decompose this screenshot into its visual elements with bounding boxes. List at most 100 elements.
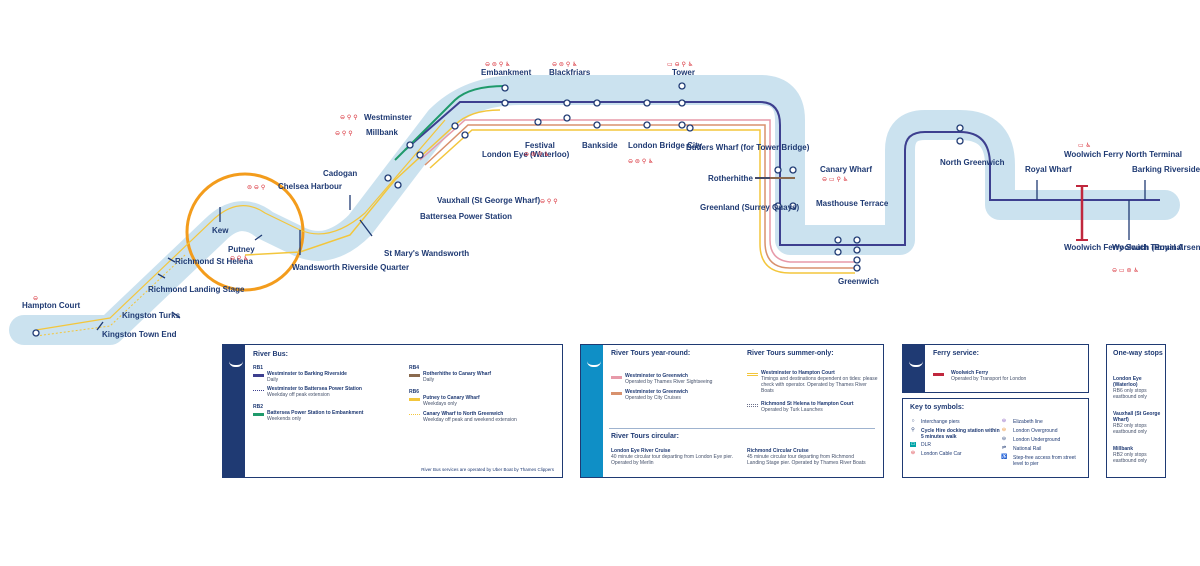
pier-tower[interactable] [678, 82, 686, 90]
cable-car-icon: ⊖ [910, 450, 916, 456]
key-item-step-free: Step-free access from street level to pi… [1013, 455, 1076, 467]
bicycle-icon: ⚲ [911, 427, 915, 433]
route-summer-west [35, 119, 446, 331]
label-masthouse: Masthouse Terrace [816, 199, 889, 208]
pier-embankment[interactable] [501, 84, 509, 92]
pier-greenwich-2[interactable] [853, 246, 861, 254]
svg-text:▭ ⊖ ⚲ ♿: ▭ ⊖ ⚲ ♿ [667, 61, 693, 68]
pier-blackfriars-2[interactable] [563, 114, 571, 122]
svg-text:⊖ ⊜ ⚲ ♿: ⊖ ⊜ ⚲ ♿ [628, 158, 654, 165]
svg-text:⊖ ⊜ ⚲ ♿: ⊖ ⊜ ⚲ ♿ [552, 61, 578, 68]
swatch-rb1-ext [253, 390, 264, 392]
swatch-tour-1 [611, 376, 622, 379]
label-chelsea-harbour: Chelsea Harbour [278, 182, 342, 191]
code-rb6: RB6 [409, 389, 420, 395]
pier-westminster-2[interactable] [416, 151, 424, 159]
pier-canary-wharf-2[interactable] [789, 166, 797, 174]
pier-greenland[interactable] [774, 202, 782, 210]
pier-westminster[interactable] [406, 141, 414, 149]
pier-tower-2[interactable] [678, 99, 686, 107]
pier-bankside-2[interactable] [593, 121, 601, 129]
pier-london-eye[interactable] [451, 122, 459, 130]
tours-summer-title: River Tours summer-only: [747, 350, 834, 357]
svg-text:⊖ ▭ ⊜ ♿: ⊖ ▭ ⊜ ♿ [1112, 267, 1139, 274]
pier-north-greenwich[interactable] [956, 124, 964, 132]
route-tours [419, 119, 855, 263]
pier-embankment-2[interactable] [501, 99, 509, 107]
label-festival: Festival [525, 141, 555, 150]
overground-icon: ⊖ [1001, 427, 1007, 433]
pier-tower-3[interactable] [678, 121, 686, 129]
boat-icon [909, 357, 923, 367]
label-blackfriars: Blackfriars [549, 68, 591, 77]
swatch-rb6 [409, 398, 420, 401]
label-barking-riverside: Barking Riverside [1132, 165, 1200, 174]
pier-greenwich-4[interactable] [853, 264, 861, 272]
legend-key: Key to symbols: ○ Interchange piers ⚲ Cy… [902, 398, 1089, 478]
label-london-eye: London Eye (Waterloo) [482, 150, 570, 159]
key-item-cycle: Cycle Hire docking station within 5 minu… [921, 428, 1000, 440]
label-butlers: Butlers Wharf (for Tower Bridge) [686, 143, 810, 152]
route-tours-3 [429, 129, 855, 274]
pier-greenland-2[interactable] [789, 202, 797, 210]
label-tower: Tower [672, 68, 695, 77]
legend-river-bus-title: River Bus: [253, 351, 289, 358]
river-bus-footer: River Bus services are operated by Uber … [421, 467, 554, 472]
label-royal-wharf: Royal Wharf [1025, 165, 1072, 174]
pier-greenwich-3[interactable] [853, 256, 861, 264]
label-putney: Putney [228, 245, 255, 254]
pier-london-eye-2[interactable] [461, 131, 469, 139]
pier-bankside[interactable] [593, 99, 601, 107]
step-free-icon: ♿ [1001, 454, 1008, 460]
label-woolwich-north: Woolwich Ferry North Terminal [1064, 150, 1182, 159]
label-greenland: Greenland (Surrey Quays) [700, 203, 799, 212]
legend-river-tours-band [581, 345, 603, 477]
dlr-icon: ▭ [910, 441, 916, 447]
interchange-symbols: ⊖ ⊖ ⊜ ⚲ ♿ ⊖ ⊜ ⚲ ♿ ▭ ⊖ ⚲ ♿ ⊖ ⚲ ⚲ ⊖ ⚲ ⚲ ⊖ … [33, 61, 1139, 302]
code-rb1: RB1 [253, 365, 264, 371]
label-westminster: Westminster [364, 113, 412, 122]
label-embankment: Embankment [481, 68, 532, 77]
boat-icon [587, 357, 601, 367]
pier-canary-wharf[interactable] [774, 166, 782, 174]
pier-blackfriars[interactable] [563, 99, 571, 107]
highlight-circle [185, 172, 305, 292]
svg-text:▭ ♿: ▭ ♿ [1078, 142, 1091, 149]
pier-lbc-2[interactable] [643, 121, 651, 129]
pier-festival[interactable] [534, 118, 542, 126]
national-rail-icon: ⇌ [1001, 445, 1007, 451]
tours-divider [609, 428, 875, 429]
key-title: Key to symbols: [910, 404, 965, 411]
pier-north-greenwich-2[interactable] [956, 137, 964, 145]
label-rotherhithe: Rotherhithe [708, 174, 753, 183]
swatch-tour-2 [611, 392, 622, 395]
pier-hampton-court[interactable] [32, 329, 40, 337]
svg-text:⊖ ⚲ ⚲: ⊖ ⚲ ⚲ [340, 114, 358, 121]
ferry-title: Ferry service: [933, 350, 979, 357]
pier-masthouse-2[interactable] [834, 248, 842, 256]
route-tours-2 [424, 124, 855, 269]
key-item-rail: National Rail [1013, 446, 1042, 452]
label-hampton-court: Hampton Court [22, 301, 81, 310]
pier-butlers[interactable] [686, 124, 694, 132]
elizabeth-line-icon: ⊖ [1001, 418, 1007, 424]
svg-text:⊖: ⊖ [33, 295, 38, 302]
pier-vauxhall[interactable] [384, 174, 392, 182]
label-woolwich-royal-arsenal: Woolwich (Royal Arsenal) [1112, 243, 1200, 252]
label-kingston-turks: Kingston Turks [122, 311, 181, 320]
pier-greenwich[interactable] [853, 236, 861, 244]
pier-lbc[interactable] [643, 99, 651, 107]
pier-masthouse[interactable] [834, 236, 842, 244]
tours-year-title: River Tours year-round: [611, 350, 691, 357]
swatch-rb1 [253, 374, 264, 377]
svg-text:⊜ ⊖ ⚲: ⊜ ⊖ ⚲ [247, 184, 265, 191]
pier-vauxhall-2[interactable] [394, 181, 402, 189]
